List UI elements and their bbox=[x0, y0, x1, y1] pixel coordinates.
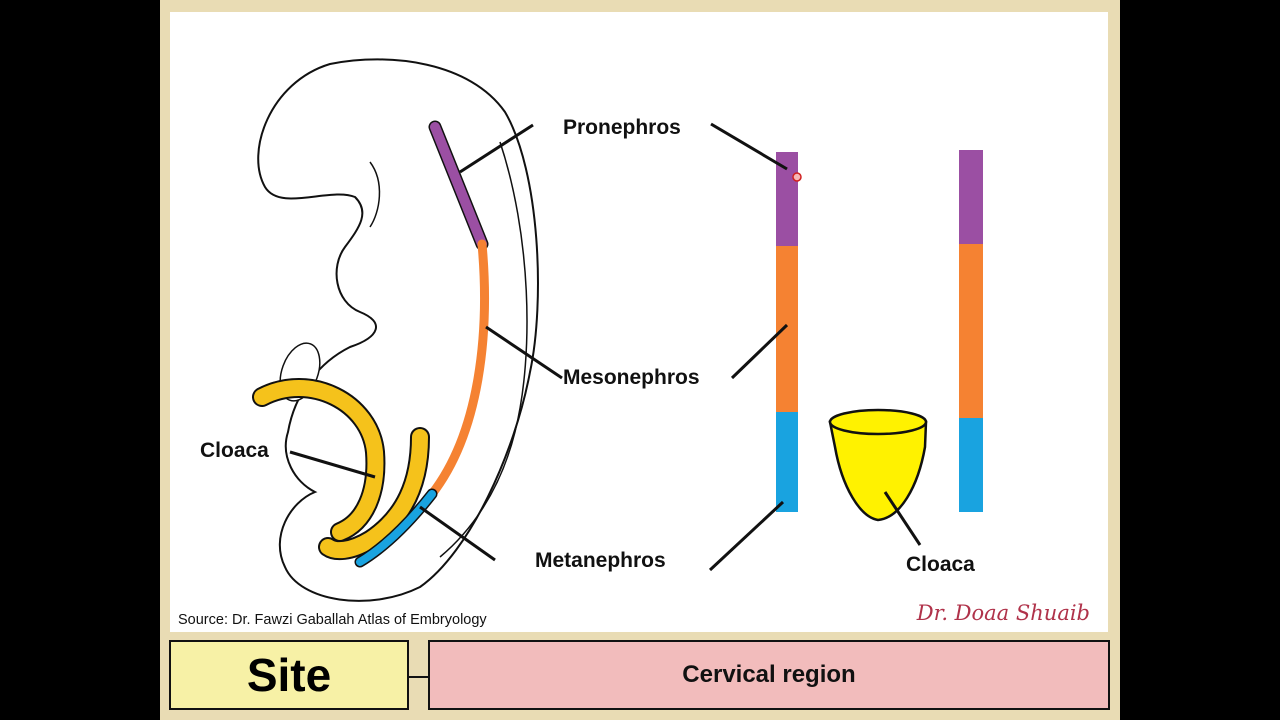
pointer-dot bbox=[792, 172, 802, 182]
label-mesonephros: Mesonephros bbox=[563, 366, 700, 389]
site-value-box: Cervical region bbox=[428, 640, 1110, 710]
bar-metanephros-leader bbox=[708, 500, 785, 572]
embryo-kidney-diagram: Pronephros Mesonephros Metanephros Cloac… bbox=[178, 58, 1090, 628]
pronephros-fill bbox=[430, 122, 487, 249]
cloaca-right-leader bbox=[883, 491, 922, 546]
bar2-metanephros bbox=[959, 418, 983, 512]
bar1-mesonephros bbox=[776, 246, 798, 412]
bar-mesonephros-leader bbox=[730, 323, 789, 380]
cloaca-left-leader bbox=[289, 450, 376, 479]
bar2-mesonephros bbox=[959, 244, 983, 418]
diagram-panel: Pronephros Mesonephros Metanephros Cloac… bbox=[170, 12, 1108, 632]
metanephros-fill bbox=[356, 490, 436, 566]
label-cloaca-right: Cloaca bbox=[906, 553, 975, 576]
label-pronephros: Pronephros bbox=[563, 116, 681, 139]
cloaca-tube-fill bbox=[254, 380, 384, 540]
cloaca-cup-rim bbox=[828, 408, 928, 436]
metanephros-leader bbox=[419, 505, 496, 562]
source-caption: Source: Dr. Fawzi Gaballah Atlas of Embr… bbox=[178, 612, 487, 628]
site-label-box: Site bbox=[169, 640, 409, 710]
slide: Pronephros Mesonephros Metanephros Cloac… bbox=[160, 0, 1120, 720]
box-connector bbox=[409, 676, 429, 678]
bar-pronephros-leader bbox=[710, 122, 788, 171]
bar1-metanephros bbox=[776, 412, 798, 512]
label-metanephros: Metanephros bbox=[535, 549, 666, 572]
site-value: Cervical region bbox=[682, 661, 856, 688]
cloaca-cup bbox=[828, 420, 928, 522]
cloaca-tube-lower-fill bbox=[320, 429, 428, 559]
mesonephros-segment bbox=[427, 239, 489, 499]
signature: Dr. Doaa Shuaib bbox=[916, 601, 1090, 625]
head-curve bbox=[369, 161, 381, 228]
bar2-pronephros bbox=[959, 150, 983, 244]
mesonephros-leader bbox=[485, 325, 563, 380]
label-cloaca-left: Cloaca bbox=[200, 439, 269, 462]
site-label: Site bbox=[246, 649, 332, 701]
inner-body-line bbox=[439, 141, 528, 558]
pronephros-leader bbox=[459, 123, 534, 174]
